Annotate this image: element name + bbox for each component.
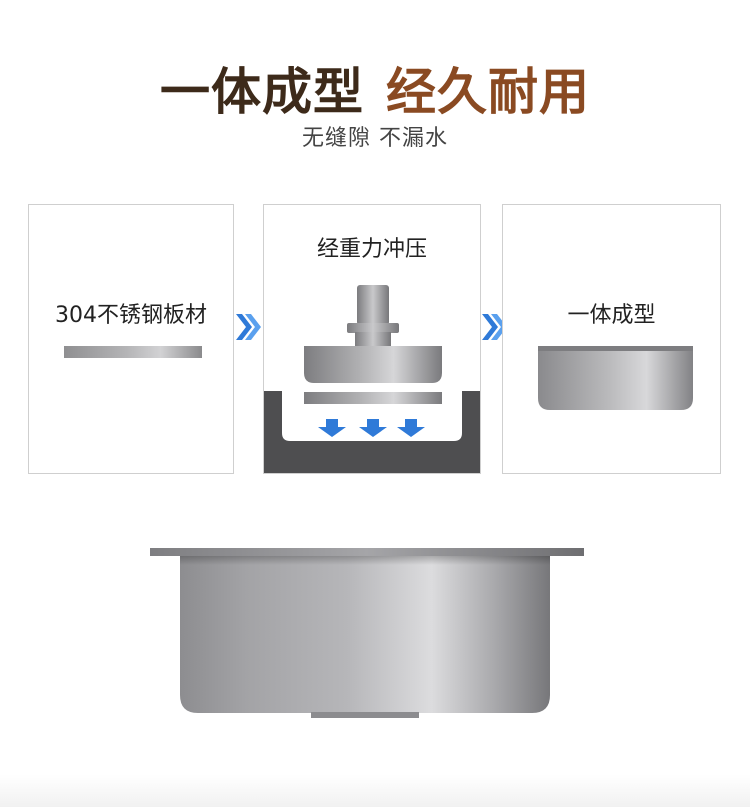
subtitle: 无缝隙 不漏水 [302,126,448,151]
headline: 一体成型经久耐用 [0,52,750,124]
step-panel-sheet: 304不锈钢板材 [28,204,234,474]
press-graphic [264,285,480,473]
sink-basin-image [150,548,584,718]
double-chevron-right-icon [236,314,261,340]
step-label-press: 经重力冲压 [316,237,427,262]
step-label-sheet: 304不锈钢板材 [55,303,207,328]
headline-part2: 经久耐用 [386,63,590,121]
headline-part1: 一体成型 [160,63,364,121]
formed-basin-graphic [538,346,693,410]
step-panel-press: 经重力冲压 [263,204,481,474]
step-panel-formed: 一体成型 [502,204,721,474]
steel-sheet-graphic [64,346,202,358]
step-label-formed: 一体成型 [567,303,656,328]
